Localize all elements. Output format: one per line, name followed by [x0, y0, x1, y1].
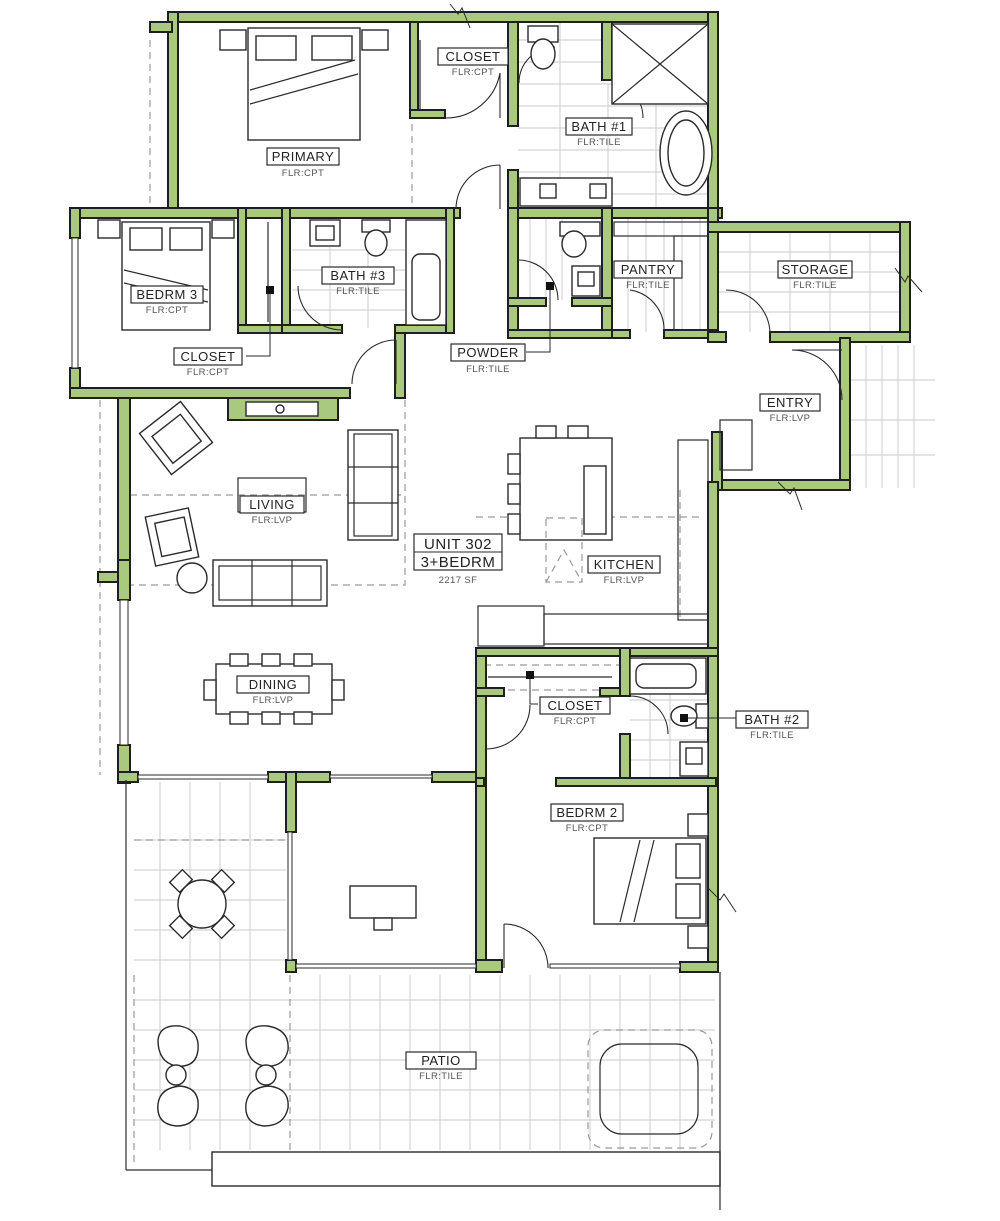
powder-fixtures: [559, 221, 601, 297]
svg-text:FLR:LVP: FLR:LVP: [604, 575, 645, 586]
room-label-patio: PATIO FLR:TILE: [405, 1051, 477, 1082]
svg-text:DINING: DINING: [249, 677, 298, 692]
fireplace-icon: [245, 401, 319, 417]
room-label-powder: POWDER FLR:TILE: [450, 343, 526, 375]
furniture: [97, 23, 753, 1210]
bedrm2-bed-icon: [593, 813, 709, 949]
svg-text:FLR:TILE: FLR:TILE: [626, 280, 670, 291]
room-label-pantry: PANTRY FLR:TILE: [613, 260, 683, 291]
kitchen-island-icon: [507, 425, 613, 583]
svg-text:KITCHEN: KITCHEN: [594, 557, 655, 572]
svg-text:FLR:CPT: FLR:CPT: [187, 367, 229, 378]
bath2-fixtures: [629, 657, 709, 777]
svg-text:PRIMARY: PRIMARY: [272, 149, 335, 164]
svg-text:FLR:TILE: FLR:TILE: [466, 364, 510, 375]
svg-text:2217 SF: 2217 SF: [439, 575, 478, 586]
patio-bistro-table-icon: [168, 868, 236, 940]
room-label-primary: PRIMARY FLR:CPT: [266, 147, 340, 179]
label-leaders: [246, 282, 736, 722]
unit-label: UNIT 302 3+BEDRM 2217 SF: [413, 533, 503, 586]
svg-text:BATH #3: BATH #3: [330, 268, 385, 283]
room-label-closet3: CLOSET FLR:CPT: [173, 347, 243, 378]
svg-text:FLR:CPT: FLR:CPT: [282, 168, 324, 179]
svg-text:CLOSET: CLOSET: [445, 49, 500, 64]
svg-text:BATH #2: BATH #2: [744, 712, 799, 727]
room-label-closet-primary: CLOSET FLR:CPT: [437, 47, 509, 78]
room-label-entry: ENTRY FLR:LVP: [759, 393, 821, 424]
living-sofa-icon: [212, 559, 328, 607]
break-marks: [449, 3, 923, 913]
primary-bed-icon: [219, 27, 389, 141]
patio-lounge-chairs-icon: [157, 1025, 289, 1127]
room-label-bedrm3: BEDRM 3 FLR:CPT: [130, 285, 204, 316]
svg-text:FLR:CPT: FLR:CPT: [566, 823, 608, 834]
svg-text:FLR:LVP: FLR:LVP: [253, 695, 294, 706]
pantry-shelves: [613, 221, 709, 331]
svg-text:LIVING: LIVING: [249, 497, 295, 512]
svg-text:FLR:CPT: FLR:CPT: [554, 716, 596, 727]
room-label-storage: STORAGE FLR:TILE: [777, 260, 853, 291]
windows: [71, 237, 681, 969]
svg-text:PATIO: PATIO: [421, 1053, 461, 1068]
living-side-table-icon: [176, 562, 208, 594]
bedrm3-bed-icon: [97, 219, 235, 331]
svg-text:BEDRM 3: BEDRM 3: [136, 287, 197, 302]
svg-text:FLR:CPT: FLR:CPT: [146, 305, 188, 316]
svg-text:ENTRY: ENTRY: [767, 395, 813, 410]
den-desk-icon: [349, 885, 417, 931]
svg-text:FLR:TILE: FLR:TILE: [793, 280, 837, 291]
walls: [69, 11, 911, 973]
room-label-living: LIVING FLR:LVP: [239, 495, 305, 526]
svg-text:STORAGE: STORAGE: [782, 262, 849, 277]
svg-text:BEDRM 2: BEDRM 2: [556, 805, 617, 820]
kitchen-counters: [477, 419, 753, 647]
svg-text:FLR:TILE: FLR:TILE: [750, 730, 794, 741]
svg-text:UNIT 302: UNIT 302: [424, 536, 492, 553]
bath3-fixtures: [309, 219, 447, 326]
room-label-bath2: BATH #2 FLR:TILE: [735, 710, 809, 741]
svg-text:FLR:TILE: FLR:TILE: [336, 286, 380, 297]
patio-railing: [211, 1151, 721, 1187]
room-label-bedrm2: BEDRM 2 FLR:CPT: [550, 803, 624, 834]
svg-text:CLOSET: CLOSET: [547, 698, 602, 713]
patio-hot-tub-icon: [587, 1029, 713, 1149]
svg-text:BATH #1: BATH #1: [571, 119, 626, 134]
room-label-closet2: CLOSET FLR:CPT: [539, 696, 611, 727]
svg-text:POWDER: POWDER: [457, 345, 519, 360]
svg-text:FLR:LVP: FLR:LVP: [770, 413, 811, 424]
living-armchair-2-icon: [144, 507, 200, 567]
room-label-bath3: BATH #3 FLR:TILE: [321, 266, 395, 297]
bath1-fixtures: [519, 23, 713, 207]
room-label-kitchen: KITCHEN FLR:LVP: [587, 555, 661, 586]
room-label-dining: DINING FLR:LVP: [236, 675, 310, 706]
room-label-bath1: BATH #1 FLR:TILE: [565, 117, 633, 148]
svg-text:FLR:LVP: FLR:LVP: [252, 515, 293, 526]
living-sofa-2-icon: [347, 429, 399, 541]
svg-text:3+BEDRM: 3+BEDRM: [421, 554, 496, 571]
svg-text:PANTRY: PANTRY: [621, 262, 676, 277]
svg-text:FLR:TILE: FLR:TILE: [419, 1071, 463, 1082]
living-armchair-icon: [138, 400, 214, 476]
svg-text:FLR:TILE: FLR:TILE: [577, 137, 621, 148]
svg-text:CLOSET: CLOSET: [180, 349, 235, 364]
svg-text:FLR:CPT: FLR:CPT: [452, 67, 494, 78]
